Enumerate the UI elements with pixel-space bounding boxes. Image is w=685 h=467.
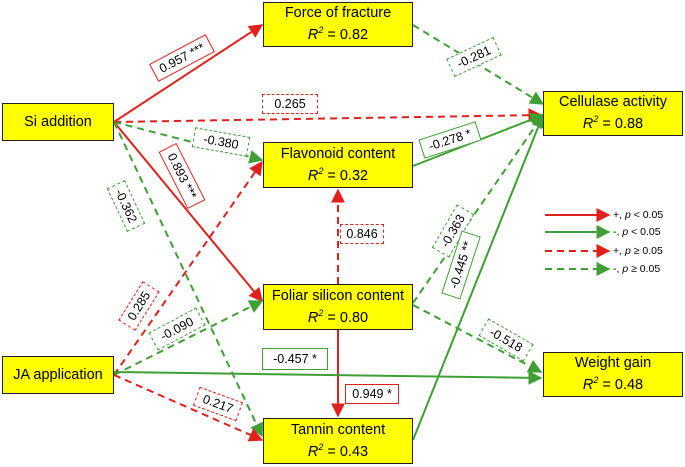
r2-value: R2 = 0.88 (582, 114, 644, 132)
node-weight-gain: Weight gain R2 = 0.48 (543, 352, 683, 397)
r2-value: R2 = 0.82 (307, 25, 369, 43)
path-arrow-si-tannin (113, 121, 263, 438)
node-label: Force of fracture (284, 5, 392, 22)
node-ja-application: JA application (2, 356, 114, 394)
path-arrow-ja-tannin (113, 374, 264, 442)
node-force-of-fracture: Force of fracture R2 = 0.82 (263, 2, 413, 47)
coef-foliar-tannin: 0.949 * (345, 384, 399, 404)
node-label: Tannin content (290, 421, 386, 438)
path-arrow-ja-flav (113, 160, 263, 376)
node-label: Flavonoid content (280, 145, 396, 162)
path-arrow-ja-foliar (113, 300, 264, 376)
node-tannin-content: Tannin content R2 = 0.43 (263, 418, 413, 464)
coef-si-cellulase: 0.265 (262, 94, 318, 114)
node-label: Si addition (24, 113, 92, 130)
node-flavonoid-content: Flavonoid content R2 = 0.32 (263, 142, 413, 188)
node-label: Foliar silicon content (271, 287, 405, 304)
coef-ja-weight: -0.457 * (262, 348, 328, 370)
legend-pos-nonsig: +, p ≥ 0.05 (613, 245, 663, 257)
path-arrow-foliar-cell (412, 113, 544, 304)
r2-value: R2 = 0.48 (582, 375, 644, 393)
path-arrow-si-foliar (113, 121, 263, 303)
legend-neg-sig: -, p < 0.05 (613, 226, 661, 238)
legend-neg-nonsig: -, p ≥ 0.05 (613, 263, 661, 275)
r2-value: R2 = 0.32 (307, 165, 369, 184)
node-cellulase-activity: Cellulase activity R2 = 0.88 (543, 91, 683, 136)
coef-foliar-flavonoid: 0.846 (340, 224, 384, 244)
path-arrow-si-force (113, 24, 264, 123)
legend-pos-sig: +, p < 0.05 (613, 209, 664, 221)
node-si-addition: Si addition (2, 103, 114, 141)
node-foliar-silicon-content: Foliar silicon content R2 = 0.80 (263, 284, 413, 330)
node-label: Weight gain (574, 355, 652, 372)
path-arrow-foliar-weight (412, 304, 543, 373)
path-arrow-si-cell (113, 108, 543, 123)
node-label: Cellulase activity (559, 94, 667, 111)
path-arrow-ja-weight (113, 370, 543, 385)
r2-value: R2 = 0.80 (307, 307, 369, 326)
path-arrow-si-flav (113, 121, 264, 164)
node-label: JA application (13, 366, 103, 383)
path-arrow-tannin-cell (412, 113, 545, 441)
r2-value: R2 = 0.43 (307, 441, 369, 460)
